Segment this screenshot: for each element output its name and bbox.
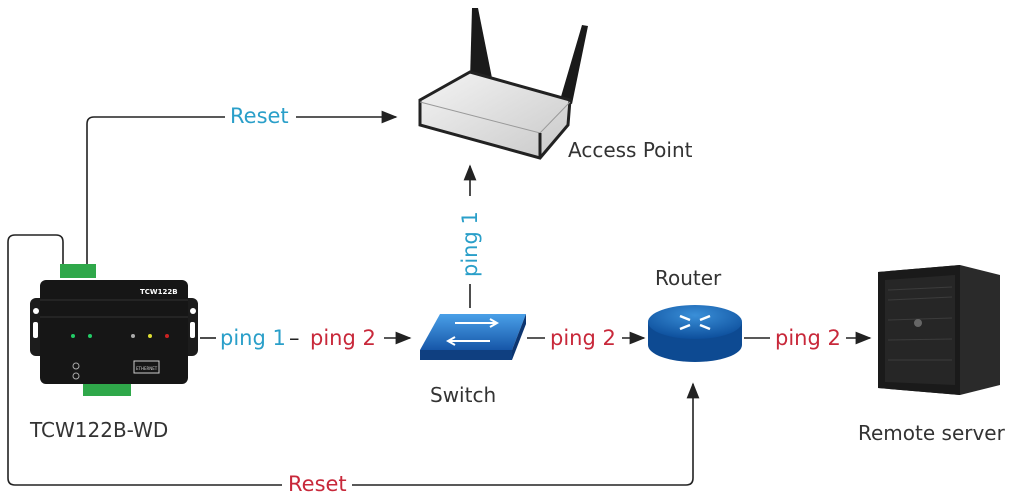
switch-ap-ping1-label: ping 1 [458,211,482,277]
device-ping1-label: ping 1 [220,326,286,350]
reset-router-arrow [352,382,700,486]
router-server-ping2-label: ping 2 [775,326,841,350]
switch-router-ping2-label: ping 2 [550,326,616,350]
switch-label: Switch [430,383,496,407]
router-icon [648,305,742,362]
access-point-icon [418,8,588,160]
device-label: TCW122B-WD [29,418,168,442]
reset-ap-line [86,116,225,265]
device-model-text: TCW122B [140,288,178,296]
access-point-label: Access Point [568,138,693,162]
device-ping2-label: ping 2 [310,326,376,350]
device-port-label: ETHERNET [136,366,158,371]
switch-icon [420,314,526,360]
server-label: Remote server [858,421,1006,445]
device-dash: – [289,326,300,350]
tcw122b-device-icon: TCW122B ETHERNET [30,264,198,396]
server-icon [878,265,1000,395]
reset-router-label: Reset [288,472,347,496]
reset-router-line [7,234,282,486]
router-label: Router [655,266,722,290]
reset-ap-label: Reset [230,104,289,128]
